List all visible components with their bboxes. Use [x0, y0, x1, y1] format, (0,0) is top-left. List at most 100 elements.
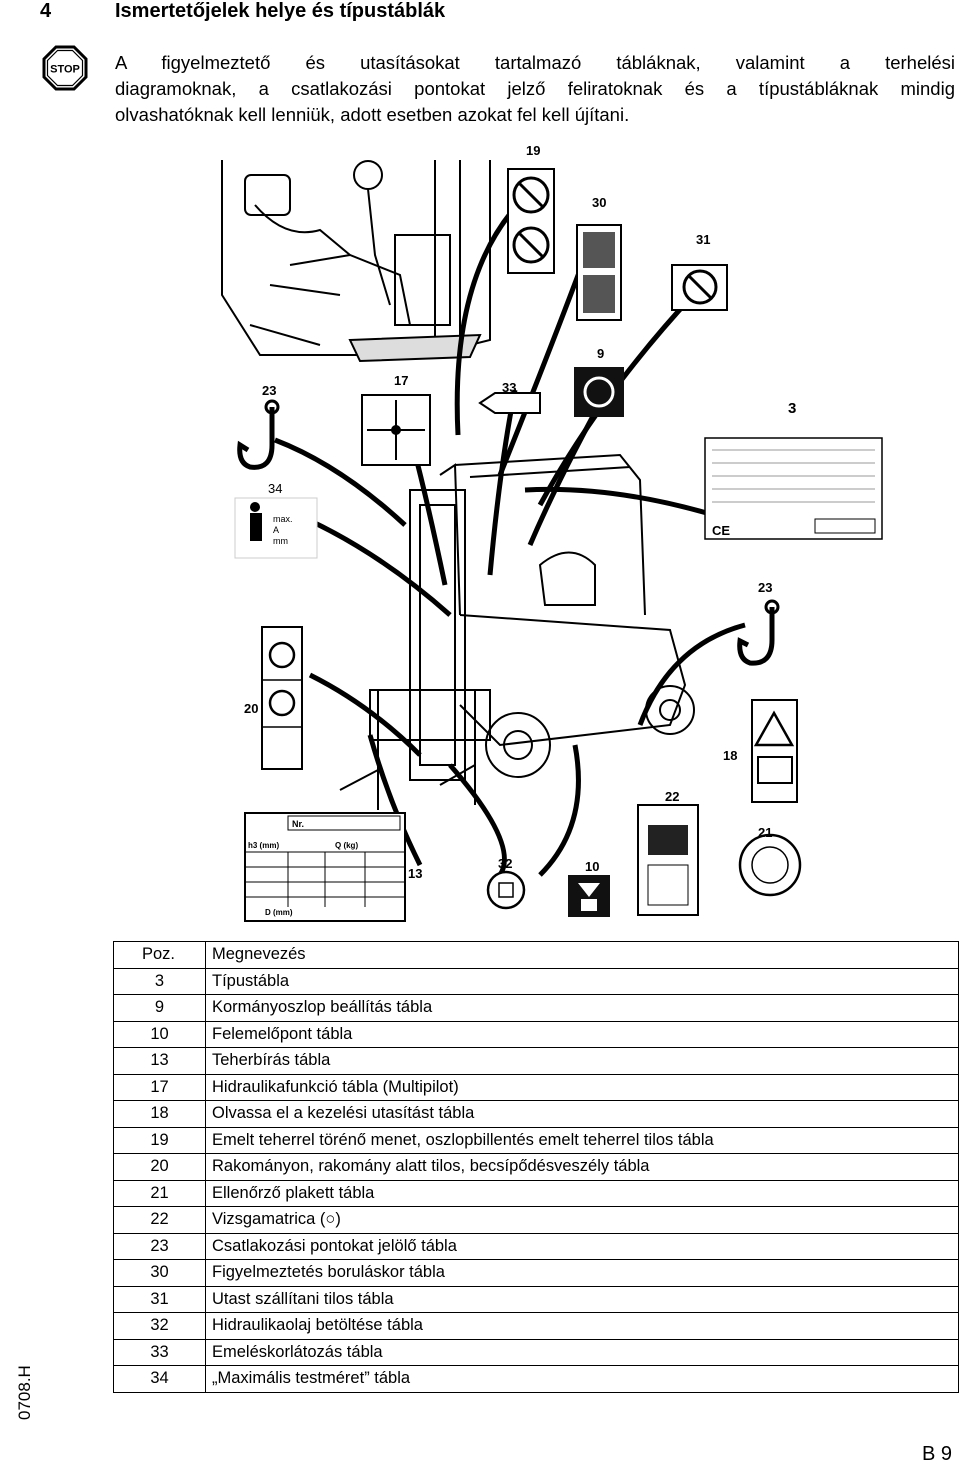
row-name: Teherbírás tábla [205, 1047, 959, 1075]
sign-33 [478, 392, 541, 414]
row-name: „Maximális testméret” tábla [205, 1365, 959, 1393]
callout-32: 32 [498, 856, 512, 871]
sign-34-line-1: max. [273, 514, 293, 524]
callout-13: 13 [408, 866, 422, 881]
row-pos: 19 [113, 1126, 206, 1154]
forklift-sketch [339, 453, 695, 810]
section-number: 4 [40, 0, 52, 22]
row-name: Felemelőpont tábla [205, 1020, 959, 1048]
sign-34-line-2: A [273, 525, 279, 535]
callout-31: 31 [696, 232, 710, 247]
row-pos: 21 [113, 1179, 206, 1207]
row-pos: 9 [113, 994, 206, 1022]
row-pos: 32 [113, 1312, 206, 1340]
plate-13-d: D (mm) [265, 908, 293, 917]
section-title: Ismertetőjelek helye és típustáblák [115, 0, 446, 22]
row-name: Emeléskorlátozás tábla [205, 1338, 959, 1366]
row-pos: 34 [113, 1365, 206, 1393]
svg-text:CE: CE [712, 523, 730, 538]
cab-interior-sketch [221, 160, 491, 363]
row-pos: 30 [113, 1259, 206, 1287]
callout-33: 33 [502, 380, 516, 395]
callout-20: 20 [244, 701, 258, 716]
warning-text: A figyelmeztető és utasításokat tartalma… [115, 50, 955, 128]
callout-9: 9 [597, 346, 604, 361]
plate-13-nr: Nr. [292, 819, 304, 829]
row-pos: 13 [113, 1047, 206, 1075]
document-code: 0708.H [15, 1365, 34, 1420]
table-header-row: Poz. Megnevezés [113, 941, 959, 969]
row-name: Utast szállítani tilos tábla [205, 1285, 959, 1313]
plate-13-q: Q (kg) [335, 841, 358, 850]
sign-9 [574, 367, 624, 417]
row-name: Kormányoszlop beállítás tábla [205, 994, 959, 1022]
row-name: Típustábla [205, 967, 959, 995]
row-pos: 33 [113, 1338, 206, 1366]
page-number: B 9 [921, 1443, 952, 1465]
row-name: Ellenőrző plakett tábla [205, 1179, 959, 1207]
row-pos: 18 [113, 1100, 206, 1128]
row-name: Emelt teherrel törénő menet, oszlopbille… [205, 1126, 959, 1154]
sign-20 [261, 626, 303, 770]
row-name: Rakományon, rakomány alatt tilos, becsíp… [205, 1153, 959, 1181]
forklift-diagram: max. A mm CE Nr. h3 (mm) Q (kg) D (mm) [221, 145, 883, 922]
header-pos: Poz. [113, 941, 206, 969]
stop-icon: STOP [42, 45, 88, 91]
sign-19 [507, 168, 555, 274]
callout-34: 34 [268, 481, 282, 496]
row-pos: 31 [113, 1285, 206, 1313]
stop-icon-text: STOP [50, 64, 80, 76]
callout-10: 10 [585, 859, 599, 874]
table-row: 34„Maximális testméret” tábla [113, 1365, 959, 1393]
callout-19: 19 [526, 145, 540, 158]
sign-18 [751, 699, 798, 803]
callout-labels: 19 30 31 9 23 17 33 3 34 23 20 18 22 21 … [244, 145, 796, 881]
callout-21: 21 [758, 825, 772, 840]
row-name: Hidraulikaolaj betöltése tábla [205, 1312, 959, 1340]
warning-line-1: A figyelmeztető és utasításokat tartalma… [115, 52, 955, 73]
callout-17: 17 [394, 373, 408, 388]
callout-30: 30 [592, 195, 606, 210]
plate-13-h3: h3 (mm) [248, 841, 279, 850]
row-pos: 17 [113, 1073, 206, 1101]
sign-21 [738, 833, 802, 897]
row-pos: 23 [113, 1232, 206, 1260]
sign-32 [486, 870, 526, 910]
pointer-lines [259, 198, 746, 877]
header-name: Megnevezés [205, 941, 959, 969]
callout-22: 22 [665, 789, 679, 804]
row-pos: 20 [113, 1153, 206, 1181]
callout-23-right: 23 [758, 580, 772, 595]
sign-34-line-3: mm [273, 536, 288, 546]
sign-34 [234, 497, 318, 559]
sign-22 [637, 804, 699, 916]
warning-line-3: olvashatóknak kell lenniük, adott esetbe… [115, 104, 630, 125]
row-name: Olvassa el a kezelési utasítást tábla [205, 1100, 959, 1128]
row-pos: 22 [113, 1206, 206, 1234]
callout-18: 18 [723, 748, 737, 763]
warning-line-2: diagramoknak, a csatlakozási pontokat je… [115, 78, 955, 99]
row-name: Hidraulikafunkció tábla (Multipilot) [205, 1073, 959, 1101]
hook-icon [237, 407, 275, 470]
row-pos: 10 [113, 1020, 206, 1048]
row-name: Vizsgamatrica (○) [205, 1206, 959, 1234]
row-name: Csatlakozási pontokat jelölő tábla [205, 1232, 959, 1260]
row-name: Figyelmeztetés boruláskor tábla [205, 1259, 959, 1287]
callout-23-left: 23 [262, 383, 276, 398]
